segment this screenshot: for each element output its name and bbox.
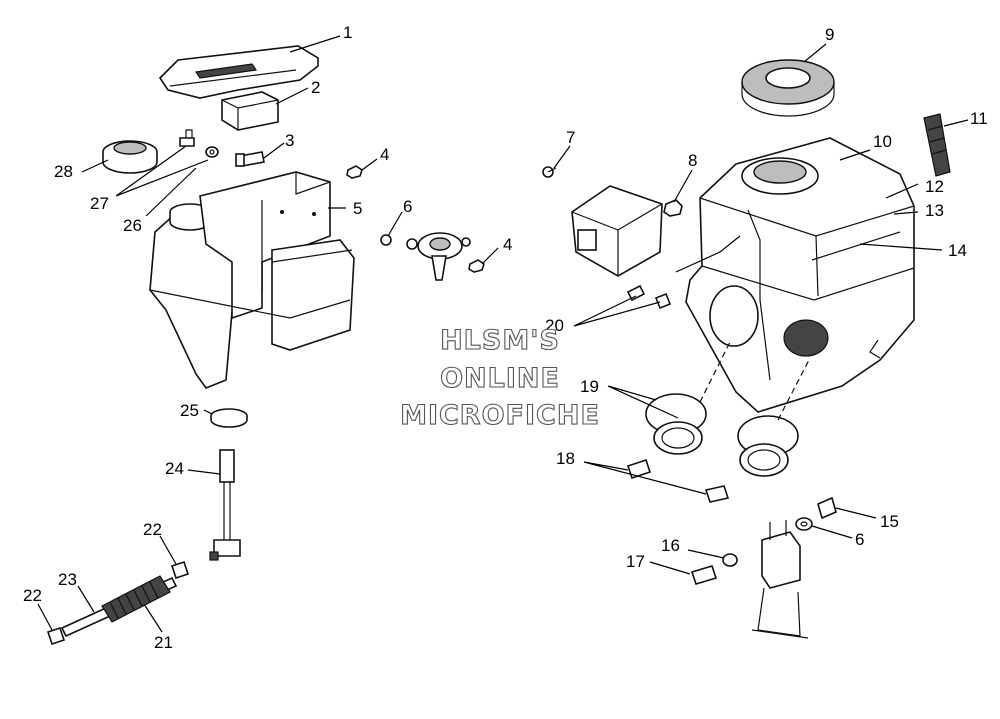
- callout-27: 27: [90, 194, 109, 213]
- part-3-bolt: [235, 151, 265, 167]
- oil-tank-side-box: [149, 239, 355, 351]
- dash-line-right-boot: [777, 357, 811, 421]
- part-22-cap-right: [170, 560, 190, 580]
- part-19-boot-left: [645, 393, 707, 455]
- callout-24: 24: [165, 459, 184, 478]
- callout-13: 13: [925, 201, 944, 220]
- callout-18: 18: [556, 449, 575, 468]
- part-17-bolt: [690, 565, 718, 585]
- callout-8: 8: [688, 151, 697, 170]
- part-6-nut-right: [795, 517, 813, 531]
- callout-22-right: 22: [143, 520, 162, 539]
- watermark: HLSM'S ONLINE MICROFICHE: [400, 324, 600, 431]
- callout-labels: 1 2 3 4 5 6 4 28 27 26 25 24 22 22 23 21…: [23, 23, 988, 652]
- part-15-spacer: [817, 496, 837, 520]
- callout-14: 14: [948, 241, 967, 260]
- part-20-screw-a: [626, 284, 646, 302]
- callout-4-lower: 4: [503, 235, 512, 254]
- callout-6-left: 6: [403, 197, 412, 216]
- airbox-housing: [685, 137, 915, 413]
- callout-9: 9: [825, 25, 834, 44]
- part-7-screw: [542, 166, 557, 178]
- part-28-filler-cap: [102, 140, 158, 174]
- callout-7: 7: [566, 128, 575, 147]
- callout-23: 23: [58, 570, 77, 589]
- callout-28: 28: [54, 162, 73, 181]
- part-26-washer: [205, 146, 219, 158]
- callout-2: 2: [311, 78, 320, 97]
- watermark-line-1: HLSM'S: [440, 325, 560, 356]
- ignition-coil-assembly: [751, 520, 809, 639]
- part-24-level-sender: [209, 449, 241, 561]
- callout-3: 3: [285, 131, 294, 150]
- part-21-spring: [101, 575, 171, 623]
- callout-16: 16: [661, 536, 680, 555]
- part-11-clip: [923, 113, 951, 177]
- watermark-line-3: MICROFICHE: [400, 400, 600, 431]
- part-9-foam-ring: [741, 59, 835, 117]
- callout-26: 26: [123, 216, 142, 235]
- cdi-module: [571, 185, 663, 277]
- callout-1: 1: [343, 23, 352, 42]
- part-18-bolt-a: [626, 458, 652, 480]
- part-20-screw-b: [654, 292, 672, 310]
- callout-22-left: 22: [23, 586, 42, 605]
- dash-line-left-boot: [699, 341, 731, 403]
- callout-4-upper: 4: [380, 145, 389, 164]
- valve-switch-assembly: [406, 232, 471, 281]
- watermark-line-2: ONLINE: [440, 363, 560, 394]
- part-1-cover: [158, 45, 319, 99]
- part-6-nut-left: [380, 234, 392, 246]
- callout-19: 19: [580, 377, 599, 396]
- callout-6-right: 6: [855, 530, 864, 549]
- part-4-nut-lower: [468, 259, 485, 273]
- part-16-washer: [722, 553, 738, 567]
- part-22-cap-left: [46, 626, 66, 646]
- callout-25: 25: [180, 401, 199, 420]
- callout-11: 11: [970, 109, 988, 128]
- callout-5: 5: [353, 199, 362, 218]
- callout-12: 12: [925, 177, 944, 196]
- part-25-grommet: [210, 408, 248, 428]
- part-8-nut: [663, 199, 683, 217]
- part-19-boot-right: [737, 415, 799, 477]
- callout-20: 20: [545, 316, 564, 335]
- callout-17: 17: [626, 552, 645, 571]
- part-18-bolt-b: [704, 485, 730, 503]
- part-2-block: [221, 91, 279, 131]
- part-5-bracket: [199, 171, 331, 320]
- part-4-nut-upper: [346, 165, 363, 179]
- part-27-bolt: [179, 129, 195, 147]
- callout-21: 21: [154, 633, 173, 652]
- callout-15: 15: [880, 512, 899, 531]
- leader-lines: [37, 35, 969, 633]
- callout-10: 10: [873, 132, 892, 151]
